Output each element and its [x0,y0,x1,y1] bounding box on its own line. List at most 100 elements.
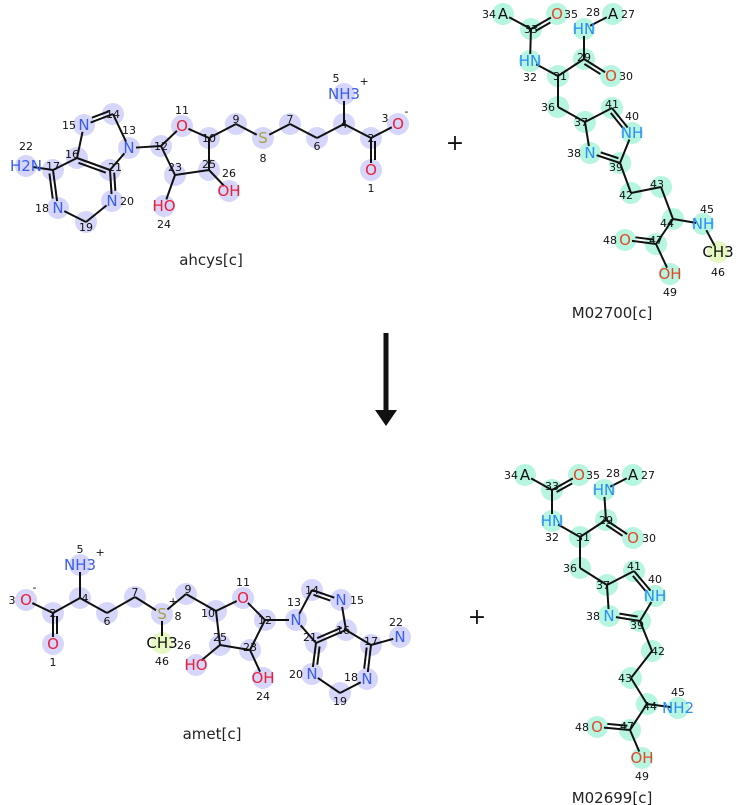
molecule-name: M02700[c] [572,304,653,322]
atom-symbol: HN [593,481,616,499]
atom-symbol: O [365,161,377,179]
atom-number: 46 [711,266,725,279]
bond [63,210,87,223]
atom-number: 49 [635,770,649,783]
bond [215,610,221,646]
bond [339,681,362,694]
atom-number: 29 [599,514,613,527]
atom-highlight [602,3,624,25]
atom-highlight [330,589,352,611]
atom-number: 10 [201,607,215,620]
bond [52,169,59,202]
atom-symbol: O [619,231,631,249]
bond [639,601,653,622]
double-bond-line [556,482,573,493]
atom-highlight [631,747,653,769]
atom-symbol: A [498,5,509,23]
atom-highlight [579,142,601,164]
bond [79,597,108,614]
atom-number: 4 [341,118,348,131]
atom-number: 33 [545,480,559,493]
bond [343,123,372,139]
bond [530,477,553,491]
atom-number: 19 [79,221,93,234]
bond [629,729,641,752]
atom-number: 45 [671,686,685,699]
bond [298,589,313,615]
bond [316,123,345,139]
atom-number: 16 [65,148,79,161]
atom-number: 17 [364,635,378,648]
bond [370,637,394,646]
bond [249,619,266,651]
atom-number: 9 [233,113,240,126]
atom-number: 21 [303,631,317,644]
bond [579,567,608,586]
molecule-ahcysc: O12O-34NH3+567S8910O1112N1314N151617N181… [10,72,409,269]
bond [289,123,318,139]
atom-number: 13 [287,596,301,609]
atom-symbol: O [605,67,617,85]
bonds [508,16,716,269]
atom-number: 22 [389,616,403,629]
double-bond-line [363,647,368,669]
double-bond-line [78,161,107,174]
bond [299,624,317,644]
double-bond-line [635,236,654,241]
bond [174,169,210,176]
bonds [530,477,672,752]
atom-highlight [614,229,636,251]
atom-number: 27 [641,469,655,482]
bond [583,58,606,74]
bond [160,145,176,176]
atom-highlight [514,464,536,486]
atom-highlight [492,3,514,25]
atom-number: 8 [260,152,267,165]
atom-highlight [622,527,644,549]
bond [32,166,54,171]
bond [52,597,81,614]
atom-number: 14 [106,108,120,121]
atom-symbol: OH [217,182,240,200]
bond [629,703,648,731]
atom-number: 38 [586,610,600,623]
atom-symbol: S [157,605,167,623]
atom-symbol: NH [692,215,715,233]
atom-charge: - [405,105,409,118]
atom-number: 17 [46,160,60,173]
atom-number: 13 [122,124,136,137]
bond [341,606,347,631]
bond [106,596,136,614]
bond [208,169,225,187]
bond [185,593,217,612]
bond [646,703,672,709]
atom-number: 10 [202,132,216,145]
atom-symbol: OH [658,265,681,283]
atom-number: 44 [660,217,674,230]
atom-symbol: HO [184,656,207,674]
atom-symbol: CH3 [146,634,177,652]
atom-number: 21 [108,161,122,174]
atom-symbol: HN [519,52,542,70]
bond [76,131,84,159]
bond [317,677,341,694]
atom-number: 31 [553,70,567,83]
atom-number: 26 [177,639,191,652]
bond [655,218,674,245]
atom-symbol: N [394,628,405,646]
atom-number: 36 [541,101,555,114]
double-bond-line [632,575,647,592]
atom-number: 30 [619,70,633,83]
double-bond-line [316,626,343,640]
atom-number: 25 [213,631,227,644]
bond [219,644,251,651]
bonds [31,572,394,694]
atom-symbol: N [52,199,63,217]
bond [672,218,697,224]
atom-number: 40 [648,573,662,586]
bond [215,600,238,612]
atom-highlight [387,113,409,135]
atom-number: 15 [62,119,76,132]
atom-number: 3 [9,594,16,607]
bond [596,154,621,164]
